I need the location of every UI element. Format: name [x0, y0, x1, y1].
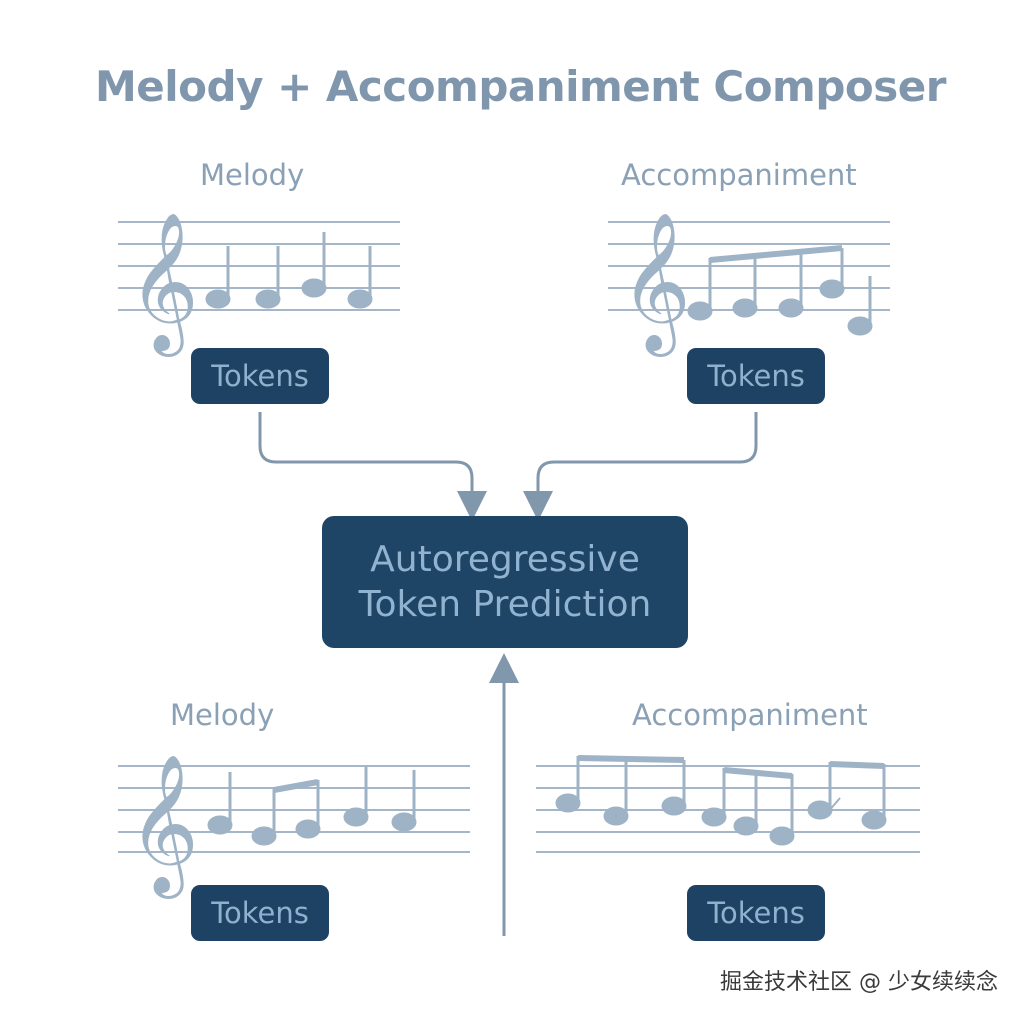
- accompaniment-notes-bottom: [555, 755, 887, 846]
- prediction-line-1: Autoregressive: [370, 539, 640, 580]
- treble-clef-icon: 𝄞: [620, 212, 691, 357]
- melody-label-top: Melody: [200, 158, 305, 192]
- autoregressive-prediction-box: Autoregressive Token Prediction: [322, 516, 688, 648]
- melody-staff-top: [118, 221, 400, 311]
- tokens-box-accompaniment-bottom: Tokens: [687, 885, 825, 941]
- prediction-line-2: Token Prediction: [358, 584, 652, 625]
- tokens-box-melody-bottom: Tokens: [191, 885, 329, 941]
- tokens-box-melody-top: Tokens: [191, 348, 329, 404]
- melody-notes-bottom: [207, 766, 417, 846]
- diagram-title: Melody + Accompaniment Composer: [95, 62, 946, 111]
- melody-label-bottom: Melody: [170, 698, 275, 732]
- accompaniment-staff-bottom: [536, 765, 920, 853]
- arrow-melody-to-prediction: [258, 412, 487, 521]
- watermark: 掘金技术社区 @ 少女续续念: [720, 970, 998, 995]
- accompaniment-label-top: Accompaniment: [621, 158, 857, 192]
- accompaniment-label-bottom: Accompaniment: [632, 698, 868, 732]
- tokens-box-accompaniment-top: Tokens: [687, 348, 825, 404]
- arrow-accompaniment-to-prediction: [523, 412, 758, 521]
- melody-notes-top: [205, 232, 373, 309]
- treble-clef-icon: 𝄞: [128, 212, 199, 357]
- treble-clef-icon: 𝄞: [128, 754, 199, 899]
- accompaniment-notes-top: [687, 245, 873, 336]
